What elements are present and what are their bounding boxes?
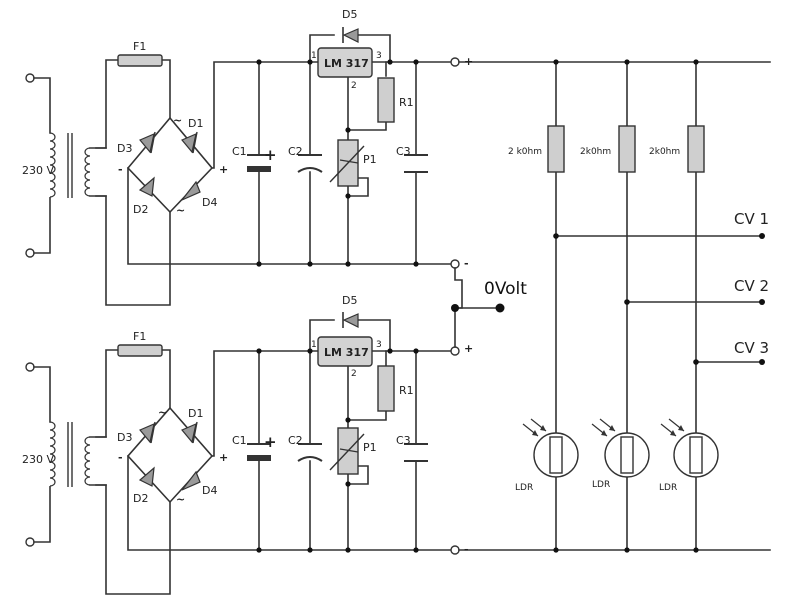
out-minus-lower: - — [464, 543, 469, 556]
c1-label-lower: C1 — [232, 434, 247, 447]
out-minus: - — [464, 257, 469, 270]
out-plus: + — [464, 55, 473, 68]
d1-label: D1 — [188, 117, 203, 130]
pin2-label: 2 — [351, 81, 357, 91]
p1-label-lower: P1 — [363, 441, 377, 454]
ldr-2 — [591, 418, 650, 478]
divider-label-2: 2k0hm — [580, 147, 611, 157]
output-rails — [458, 59, 771, 553]
r1-label: R1 — [399, 96, 414, 109]
ground-link — [451, 267, 505, 348]
fuse-label-lower: F1 — [133, 330, 146, 343]
p1-label: P1 — [363, 153, 377, 166]
diode-d2 — [138, 176, 155, 197]
fuse-f1-lower — [117, 344, 163, 357]
d3-label: D3 — [117, 142, 132, 155]
ldr-1 — [522, 418, 579, 478]
diode-d3 — [139, 132, 155, 154]
c3-label: C3 — [396, 145, 411, 158]
d4-label: D4 — [202, 196, 217, 209]
mains-label: 230 V — [22, 164, 54, 177]
ldr-label-2: LDR — [592, 480, 610, 490]
fuse-f1 — [117, 54, 163, 67]
resistor-r1 — [377, 77, 395, 123]
ac-mark: ~ — [173, 114, 182, 127]
c1-plus-lower: + — [264, 433, 277, 451]
divider-resistor-1 — [547, 125, 565, 173]
regulator-label-lower: LM 317 — [324, 346, 369, 359]
out-plus-lower: + — [464, 342, 473, 355]
regulator-ic — [317, 47, 373, 78]
ground-label: 0Volt — [484, 279, 527, 299]
regulator-label: LM 317 — [324, 57, 369, 70]
cap-c1-lower — [247, 455, 271, 461]
cv2-label: CV 2 — [734, 277, 769, 295]
divider-resistor-2 — [618, 125, 636, 173]
pin1-label-lower: 1 — [311, 340, 317, 350]
diode-d1-lower — [181, 422, 197, 444]
pin3-label-lower: 3 — [376, 340, 382, 350]
ldr-label-3: LDR — [659, 483, 677, 493]
diode-d3-lower — [139, 422, 155, 444]
d1-label-lower: D1 — [188, 407, 203, 420]
bottom-supply — [25, 312, 460, 595]
diode-d4-lower — [181, 470, 201, 491]
cv1-label: CV 1 — [734, 210, 769, 228]
bridge-plus: + — [219, 163, 228, 176]
diode-d1 — [181, 132, 197, 154]
pin3-label: 3 — [376, 51, 382, 61]
d4-label-lower: D4 — [202, 484, 217, 497]
d5-label-lower: D5 — [342, 294, 357, 307]
c1-plus: + — [264, 146, 277, 164]
bridge-minus: - — [118, 163, 123, 176]
diode-d2-lower — [138, 466, 155, 487]
divider-label-1: 2 k0hm — [508, 147, 542, 157]
c2-label: C2 — [288, 145, 303, 158]
diode-d4 — [181, 180, 201, 201]
cv3-label: CV 3 — [734, 339, 769, 357]
ac-mark: ~ — [176, 204, 185, 217]
mains-label-lower: 230 V — [22, 453, 54, 466]
d2-label-lower: D2 — [133, 492, 148, 505]
d3-label-lower: D3 — [117, 431, 132, 444]
regulator-ic-lower — [317, 336, 373, 367]
cap-c2 — [297, 167, 323, 173]
ldr-3 — [660, 418, 719, 478]
ac-mark-lower: ~ — [158, 406, 167, 419]
bridge-plus-lower: + — [219, 451, 228, 464]
bridge-minus-lower: - — [118, 451, 123, 464]
pin2-label-lower: 2 — [351, 369, 357, 379]
diode-d5 — [342, 28, 359, 43]
c3-label-lower: C3 — [396, 434, 411, 447]
divider-resistor-3 — [687, 125, 705, 173]
ldr-label-1: LDR — [515, 483, 533, 493]
fuse-label: F1 — [133, 40, 146, 53]
top-supply — [25, 27, 460, 306]
divider-label-3: 2k0hm — [649, 147, 680, 157]
d2-label: D2 — [133, 203, 148, 216]
ac-mark-lower: ~ — [176, 493, 185, 506]
c2-label-lower: C2 — [288, 434, 303, 447]
pin1-label: 1 — [311, 51, 317, 61]
r1-label-lower: R1 — [399, 384, 414, 397]
diode-d5-lower — [342, 313, 359, 328]
cap-c2-lower — [297, 456, 323, 462]
d5-label: D5 — [342, 8, 357, 21]
cap-c1 — [247, 166, 271, 172]
c1-label: C1 — [232, 145, 247, 158]
resistor-r1-lower — [377, 365, 395, 412]
